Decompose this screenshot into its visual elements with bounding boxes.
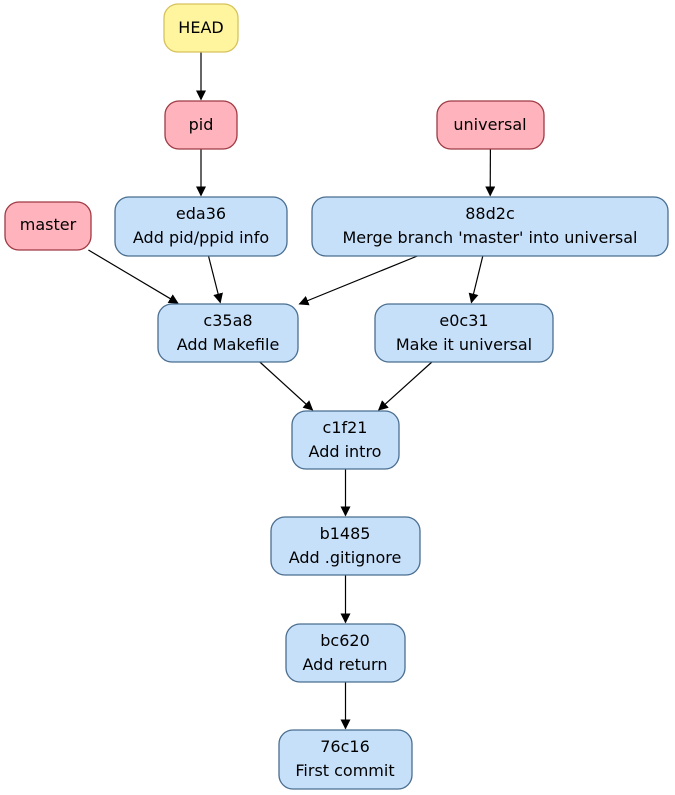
commit-message-c35a8: Add Makefile — [177, 335, 280, 354]
commit-message-88d2c: Merge branch 'master' into universal — [343, 228, 638, 247]
commit-bc620[interactable]: bc620 Add return — [285, 623, 406, 683]
commit-76c16-box — [278, 729, 413, 790]
commit-hash-76c16: 76c16 — [320, 737, 370, 756]
commit-eda36-box — [114, 196, 288, 257]
commit-hash-bc620: bc620 — [320, 631, 370, 650]
node-master[interactable]: master — [4, 201, 92, 251]
commit-76c16[interactable]: 76c16 First commit — [278, 729, 413, 790]
ref-label-pid: pid — [189, 115, 214, 134]
commit-e0c31[interactable]: e0c31 Make it universal — [374, 303, 554, 363]
commit-message-eda36: Add pid/ppid info — [133, 228, 269, 247]
commit-message-bc620: Add return — [303, 655, 388, 674]
commit-message-b1485: Add .gitignore — [289, 548, 402, 567]
edge-88d2c-to-e0c31 — [468, 255, 484, 304]
commit-message-e0c31: Make it universal — [396, 335, 532, 354]
commit-88d2c-box — [311, 196, 669, 257]
edge-eda36-to-c35a8 — [207, 255, 223, 304]
edge-c35a8-to-c1f21 — [259, 361, 314, 411]
commit-bc620-box — [285, 623, 406, 683]
node-head-box — [163, 3, 239, 53]
commit-hash-e0c31: e0c31 — [439, 311, 488, 330]
edge-master-to-c35a8 — [88, 249, 179, 304]
commit-88d2c[interactable]: 88d2c Merge branch 'master' into univers… — [311, 196, 669, 257]
edges-layer — [88, 52, 496, 730]
edge-88d2c-to-c35a8 — [298, 255, 418, 306]
commit-b1485-box — [270, 516, 421, 576]
commit-message-c1f21: Add intro — [309, 442, 382, 461]
edge-e0c31-to-c1f21 — [377, 361, 433, 411]
commit-hash-c35a8: c35a8 — [203, 311, 252, 330]
node-universal-box — [436, 100, 545, 150]
commit-hash-eda36: eda36 — [176, 204, 226, 223]
ref-label-master: master — [20, 215, 77, 234]
commit-e0c31-box — [374, 303, 554, 363]
commit-hash-c1f21: c1f21 — [323, 418, 368, 437]
commit-hash-88d2c: 88d2c — [465, 204, 515, 223]
commit-eda36[interactable]: eda36 Add pid/ppid info — [114, 196, 288, 257]
commit-message-76c16: First commit — [295, 761, 394, 780]
node-pid-box — [164, 100, 238, 150]
node-pid[interactable]: pid — [164, 100, 238, 150]
commit-c1f21[interactable]: c1f21 Add intro — [291, 410, 400, 470]
commit-hash-b1485: b1485 — [320, 524, 371, 543]
ref-label-head: HEAD — [178, 18, 223, 37]
commit-b1485[interactable]: b1485 Add .gitignore — [270, 516, 421, 576]
node-master-box — [4, 201, 92, 251]
commit-c35a8[interactable]: c35a8 Add Makefile — [157, 303, 299, 363]
node-head[interactable]: HEAD — [163, 3, 239, 53]
commit-c1f21-box — [291, 410, 400, 470]
commit-c35a8-box — [157, 303, 299, 363]
ref-label-universal: universal — [453, 115, 526, 134]
node-universal[interactable]: universal — [436, 100, 545, 150]
